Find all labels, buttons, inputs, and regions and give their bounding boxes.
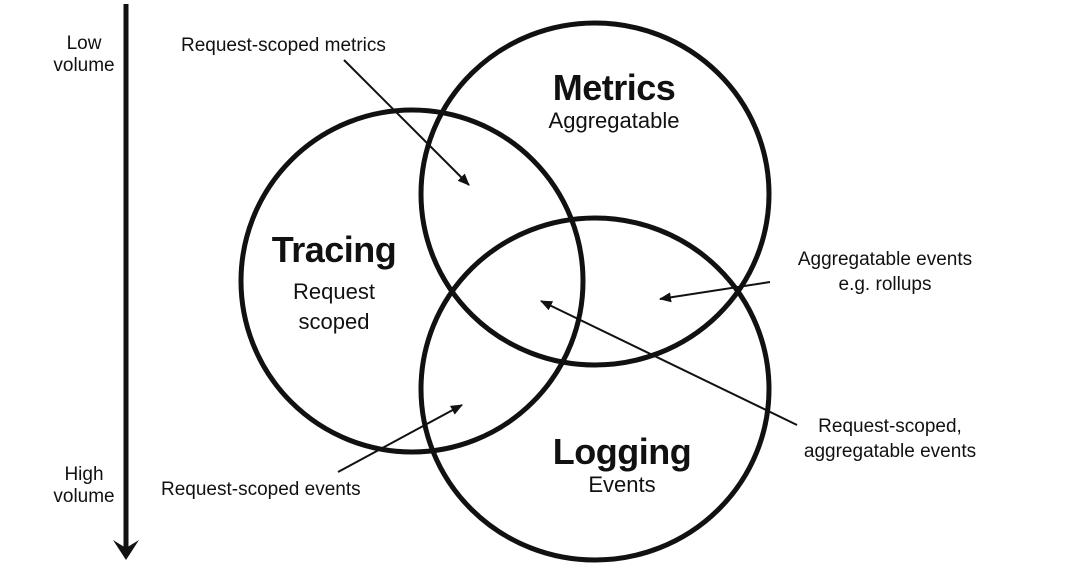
axis-bottom-label-line1: High: [64, 464, 104, 485]
annotation-request-scoped-metrics: Request-scoped metrics: [181, 35, 386, 56]
axis-top-label-line1: Low: [66, 33, 102, 54]
annotation-request-scoped-aggregatable: Request-scoped, aggregatable events: [804, 415, 976, 464]
logging-subtitle: Events: [588, 472, 656, 497]
metrics-subtitle: Aggregatable: [548, 108, 680, 133]
metrics-circle: [418, 20, 772, 368]
annotation-aggregatable-events: Aggregatable events e.g. rollups: [798, 248, 972, 297]
arrow-request-scoped-aggregatable: [540, 300, 798, 426]
annotation-request-scoped-aggregatable-line1: Request-scoped,: [818, 416, 962, 437]
tracing-subtitle-line1: Request: [293, 279, 375, 304]
annotation-aggregatable-events-line2: e.g. rollups: [838, 273, 932, 295]
tracing-subtitle: Request scoped: [293, 277, 375, 336]
arrow-aggregatable-events: [659, 281, 771, 303]
annotation-aggregatable-events-line1: Aggregatable events: [797, 249, 973, 270]
metrics-title: Metrics: [552, 67, 676, 108]
arrow-request-scoped-metrics: [343, 59, 470, 186]
logging-title: Logging: [552, 431, 692, 472]
tracing-title: Tracing: [271, 229, 397, 270]
tracing-circle: [238, 107, 586, 455]
volume-axis-arrowhead: [113, 540, 139, 560]
axis-top-label: Low volume: [44, 33, 124, 77]
axis-bottom-label-line2: volume: [53, 485, 115, 507]
logging-circle: [418, 215, 772, 563]
annotation-request-scoped-aggregatable-line2: aggregatable events: [803, 440, 977, 462]
tracing-subtitle-line2: scoped: [298, 308, 370, 334]
axis-bottom-label: High volume: [44, 464, 124, 508]
arrow-request-scoped-events: [337, 404, 463, 473]
axis-top-label-line2: volume: [53, 54, 115, 76]
annotation-request-scoped-events: Request-scoped events: [161, 479, 361, 500]
